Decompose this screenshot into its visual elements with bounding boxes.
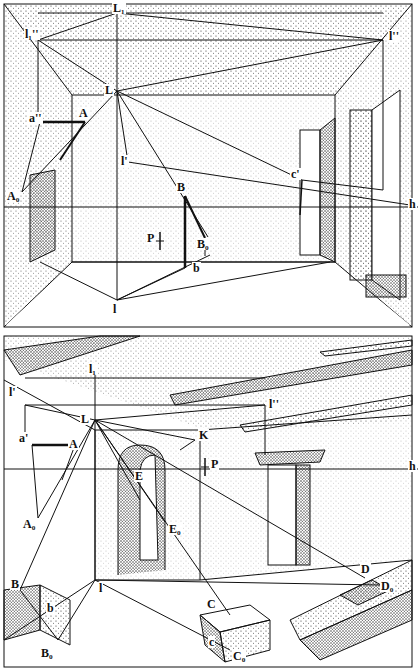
point-label: l'' (268, 398, 280, 410)
point-label: D₀ (380, 580, 394, 592)
point-label: B (10, 578, 20, 590)
point-label: P (210, 458, 219, 470)
point-label: b (192, 262, 201, 274)
point-label: P (146, 232, 155, 244)
point-label: K (198, 429, 209, 441)
point-label: C₀ (232, 650, 246, 662)
point-label: L (104, 84, 114, 96)
point-label: l₁ (88, 363, 97, 375)
point-label: a'' (28, 112, 43, 124)
point-label: l (98, 582, 103, 594)
point-label: C (206, 598, 217, 610)
point-label: A₀ (22, 518, 36, 530)
point-label: A (68, 438, 79, 450)
point-label: l (112, 303, 117, 315)
point-label: b (46, 602, 55, 614)
point-label: D (360, 563, 371, 575)
point-label: L (80, 413, 90, 425)
point-label: E (134, 470, 144, 482)
point-label: B (176, 181, 186, 193)
point-label: A (78, 107, 89, 119)
point-label: l' (8, 386, 17, 398)
point-label: h (408, 198, 417, 210)
point-label: c' (290, 168, 301, 180)
point-label: B₀ (196, 238, 210, 250)
point-label: A₀ (6, 190, 20, 202)
point-label: l₁'' (24, 28, 40, 40)
point-label: l'' (388, 30, 400, 42)
point-label: c (208, 636, 215, 648)
point-label: a' (18, 432, 29, 444)
point-label: B₀ (40, 647, 54, 659)
point-label: h (408, 460, 417, 472)
point-label: E₀ (168, 523, 182, 535)
point-label: l' (120, 155, 129, 167)
point-label: L₁ (112, 2, 126, 14)
